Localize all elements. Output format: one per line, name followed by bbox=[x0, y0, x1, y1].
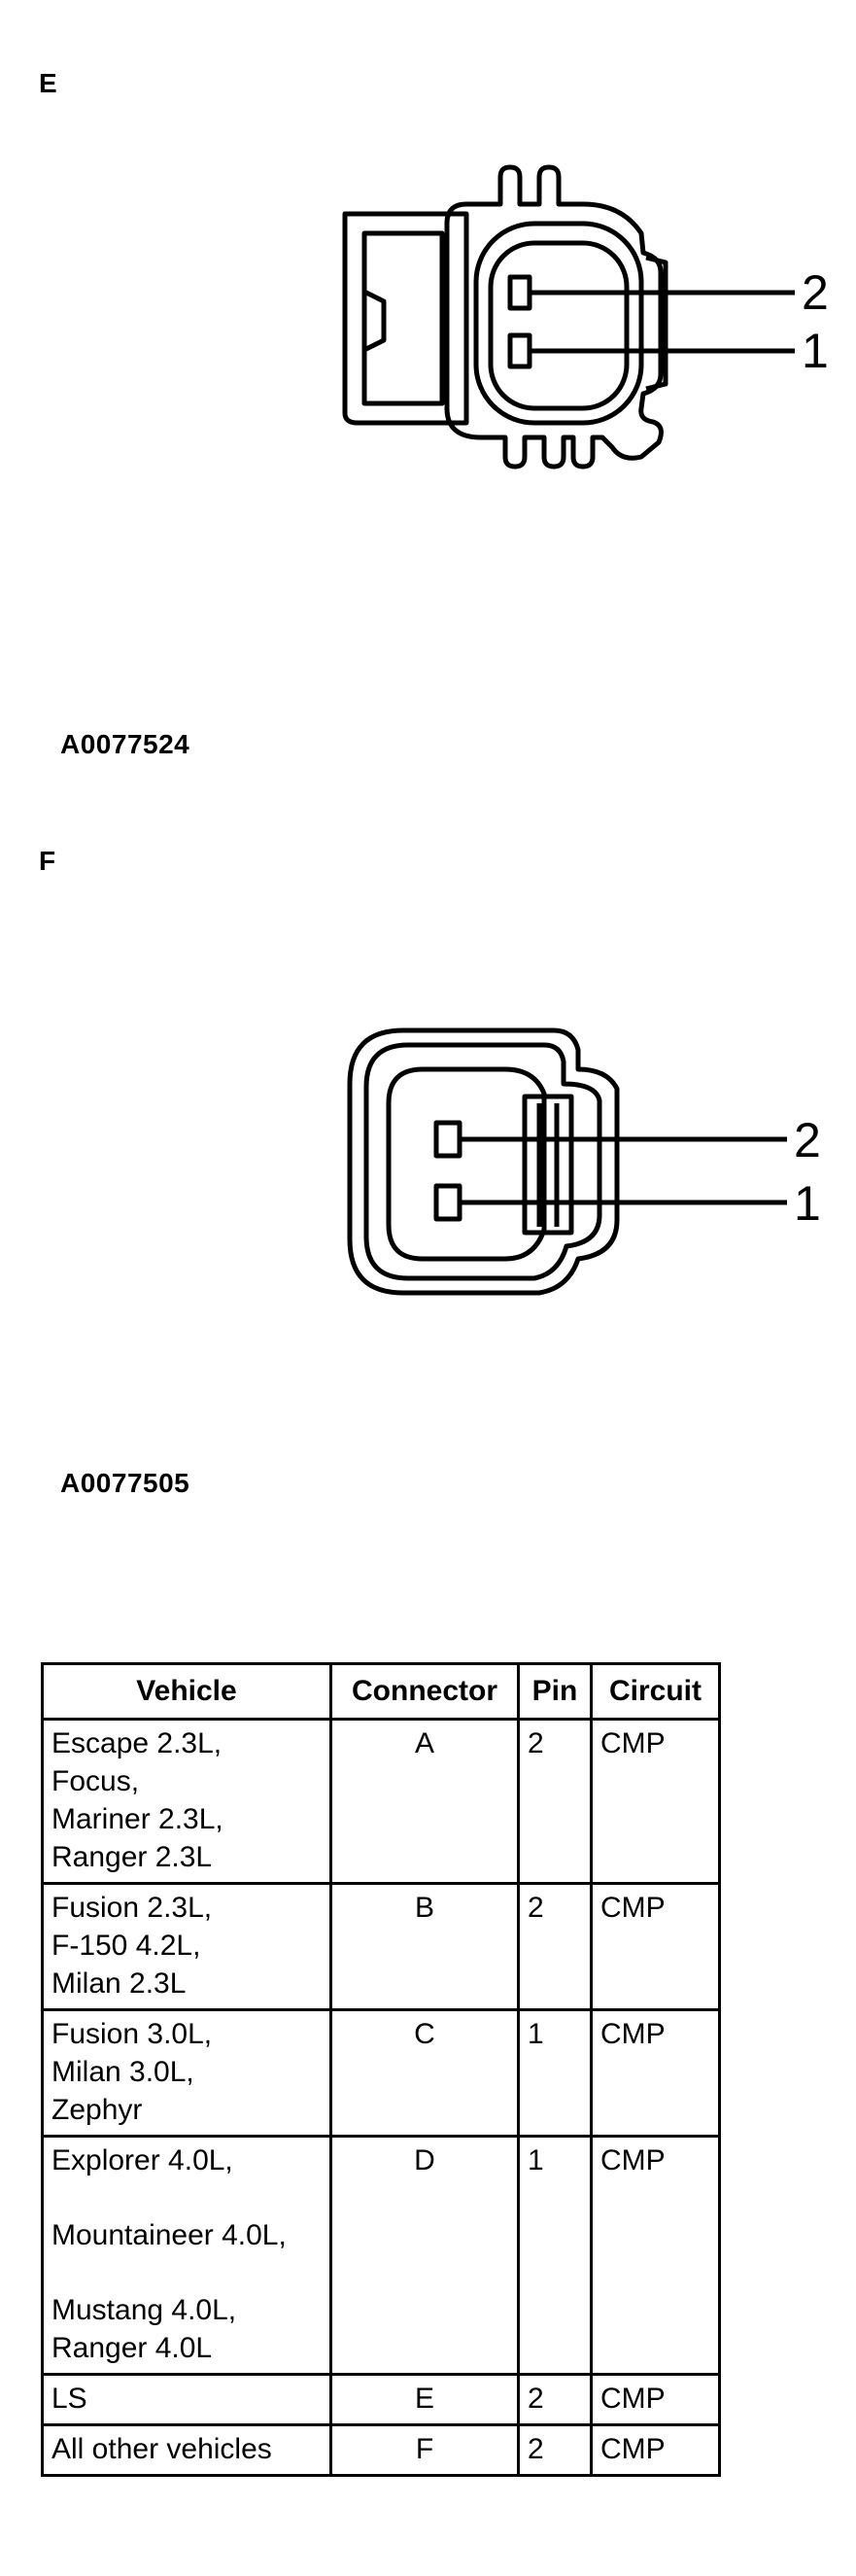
table-row: Escape 2.3L, Focus, Mariner 2.3L, Ranger… bbox=[41, 1718, 721, 1885]
circuit-cell: CMP bbox=[590, 2008, 721, 2138]
vehicle-line: Mountaineer 4.0L, bbox=[51, 2219, 287, 2251]
header-connector: Connector bbox=[329, 1662, 520, 1721]
connector-f-pin-2-cavity bbox=[433, 1120, 462, 1159]
vehicle-line: All other vehicles bbox=[51, 2433, 272, 2465]
connector-e-latch-inner bbox=[361, 230, 445, 406]
connector-e-rib bbox=[645, 255, 668, 392]
connector-e-diagram: 2 1 bbox=[342, 164, 829, 470]
vehicle-cell: Fusion 3.0L, Milan 3.0L, Zephyr bbox=[41, 2008, 332, 2138]
connector-f-shell-mid bbox=[363, 1042, 602, 1281]
connector-e-face-inner bbox=[488, 240, 630, 411]
circuit-cell: CMP bbox=[590, 1718, 721, 1885]
connector-e-latch-notch bbox=[362, 289, 387, 353]
header-pin: Pin bbox=[517, 1662, 593, 1721]
figure-id-e: A0077524 bbox=[60, 729, 190, 759]
connector-f-latch bbox=[522, 1094, 574, 1236]
connector-cell: D bbox=[329, 2135, 520, 2376]
connector-e-face-outer bbox=[473, 221, 644, 426]
vehicle-line: Focus, bbox=[51, 1765, 140, 1797]
connector-f-face bbox=[386, 1066, 547, 1262]
pin-cell: 1 bbox=[517, 2135, 593, 2376]
circuit-cell: CMP bbox=[590, 1882, 721, 2011]
vehicle-line: Fusion 3.0L, bbox=[51, 2018, 213, 2050]
circuit-cell: CMP bbox=[590, 2423, 721, 2477]
table-row: Fusion 3.0L, Milan 3.0L, Zephyr C 1 CMP bbox=[41, 2008, 721, 2138]
circuit-cell: CMP bbox=[590, 2135, 721, 2376]
pin-cell: 2 bbox=[517, 1882, 593, 2011]
vehicle-line: Milan 2.3L bbox=[51, 1967, 187, 2000]
vehicle-cell: LS bbox=[41, 2373, 332, 2426]
pin-cell: 1 bbox=[517, 2008, 593, 2138]
vehicle-cell: Escape 2.3L, Focus, Mariner 2.3L, Ranger… bbox=[41, 1718, 332, 1885]
connector-cell: B bbox=[329, 1882, 520, 2011]
connector-cell: E bbox=[329, 2373, 520, 2426]
vehicle-line: Escape 2.3L, bbox=[51, 1727, 223, 1759]
vehicle-line: Zephyr bbox=[51, 2094, 143, 2126]
connector-cell: C bbox=[329, 2008, 520, 2138]
section-letter-f: F bbox=[39, 846, 56, 876]
connector-f-pin-label-2: 2 bbox=[794, 1113, 821, 1167]
vehicle-line: Ranger 4.0L bbox=[51, 2332, 213, 2364]
header-vehicle: Vehicle bbox=[41, 1662, 332, 1721]
vehicle-cell: Explorer 4.0L, Mountaineer 4.0L, Mustang… bbox=[41, 2135, 332, 2376]
connector-f-shell-outer bbox=[347, 1027, 620, 1296]
pin-cell: 2 bbox=[517, 2373, 593, 2426]
connector-f-pin-label-1: 1 bbox=[794, 1176, 821, 1231]
connector-f-diagram: 2 1 bbox=[347, 1027, 821, 1296]
vehicle-line: Mustang 4.0L, bbox=[51, 2294, 237, 2326]
circuit-cell: CMP bbox=[590, 2373, 721, 2426]
section-letter-e: E bbox=[39, 68, 57, 98]
vehicle-line: Explorer 4.0L, bbox=[51, 2144, 233, 2176]
connector-f-pin-1-cavity bbox=[433, 1183, 462, 1222]
connector-e-pin-label-1: 1 bbox=[802, 324, 829, 378]
vehicle-line: Ranger 2.3L bbox=[51, 1841, 213, 1873]
vehicle-line: F-150 4.2L, bbox=[51, 1930, 201, 1962]
table-row: LS E 2 CMP bbox=[41, 2373, 721, 2426]
pin-cell: 2 bbox=[517, 1718, 593, 1885]
table-row: Explorer 4.0L, Mountaineer 4.0L, Mustang… bbox=[41, 2135, 721, 2376]
connector-cell: A bbox=[329, 1718, 520, 1885]
table-row: Fusion 2.3L, F-150 4.2L, Milan 2.3L B 2 … bbox=[41, 1882, 721, 2011]
pin-cell: 2 bbox=[517, 2423, 593, 2477]
header-circuit: Circuit bbox=[590, 1662, 721, 1721]
vehicle-line: Mariner 2.3L, bbox=[51, 1803, 223, 1835]
vehicle-cell: All other vehicles bbox=[41, 2423, 332, 2477]
connector-cell: F bbox=[329, 2423, 520, 2477]
connector-e-latch-housing bbox=[342, 211, 469, 426]
figure-id-f: A0077505 bbox=[60, 1468, 190, 1498]
pinout-table: Vehicle Connector Pin Circuit Escape 2.3… bbox=[41, 1662, 721, 2477]
vehicle-line: Fusion 2.3L, bbox=[51, 1892, 213, 1924]
connector-e-body bbox=[444, 164, 664, 470]
table-header-row: Vehicle Connector Pin Circuit bbox=[41, 1662, 721, 1721]
vehicle-cell: Fusion 2.3L, F-150 4.2L, Milan 2.3L bbox=[41, 1882, 332, 2011]
vehicle-line: Milan 3.0L, bbox=[51, 2056, 194, 2088]
connector-e-pin-label-2: 2 bbox=[802, 265, 829, 320]
connector-e-pin-1-cavity bbox=[507, 332, 532, 369]
connector-e-pin-2-cavity bbox=[507, 274, 532, 311]
vehicle-line: LS bbox=[51, 2383, 87, 2415]
table-row: All other vehicles F 2 CMP bbox=[41, 2423, 721, 2477]
